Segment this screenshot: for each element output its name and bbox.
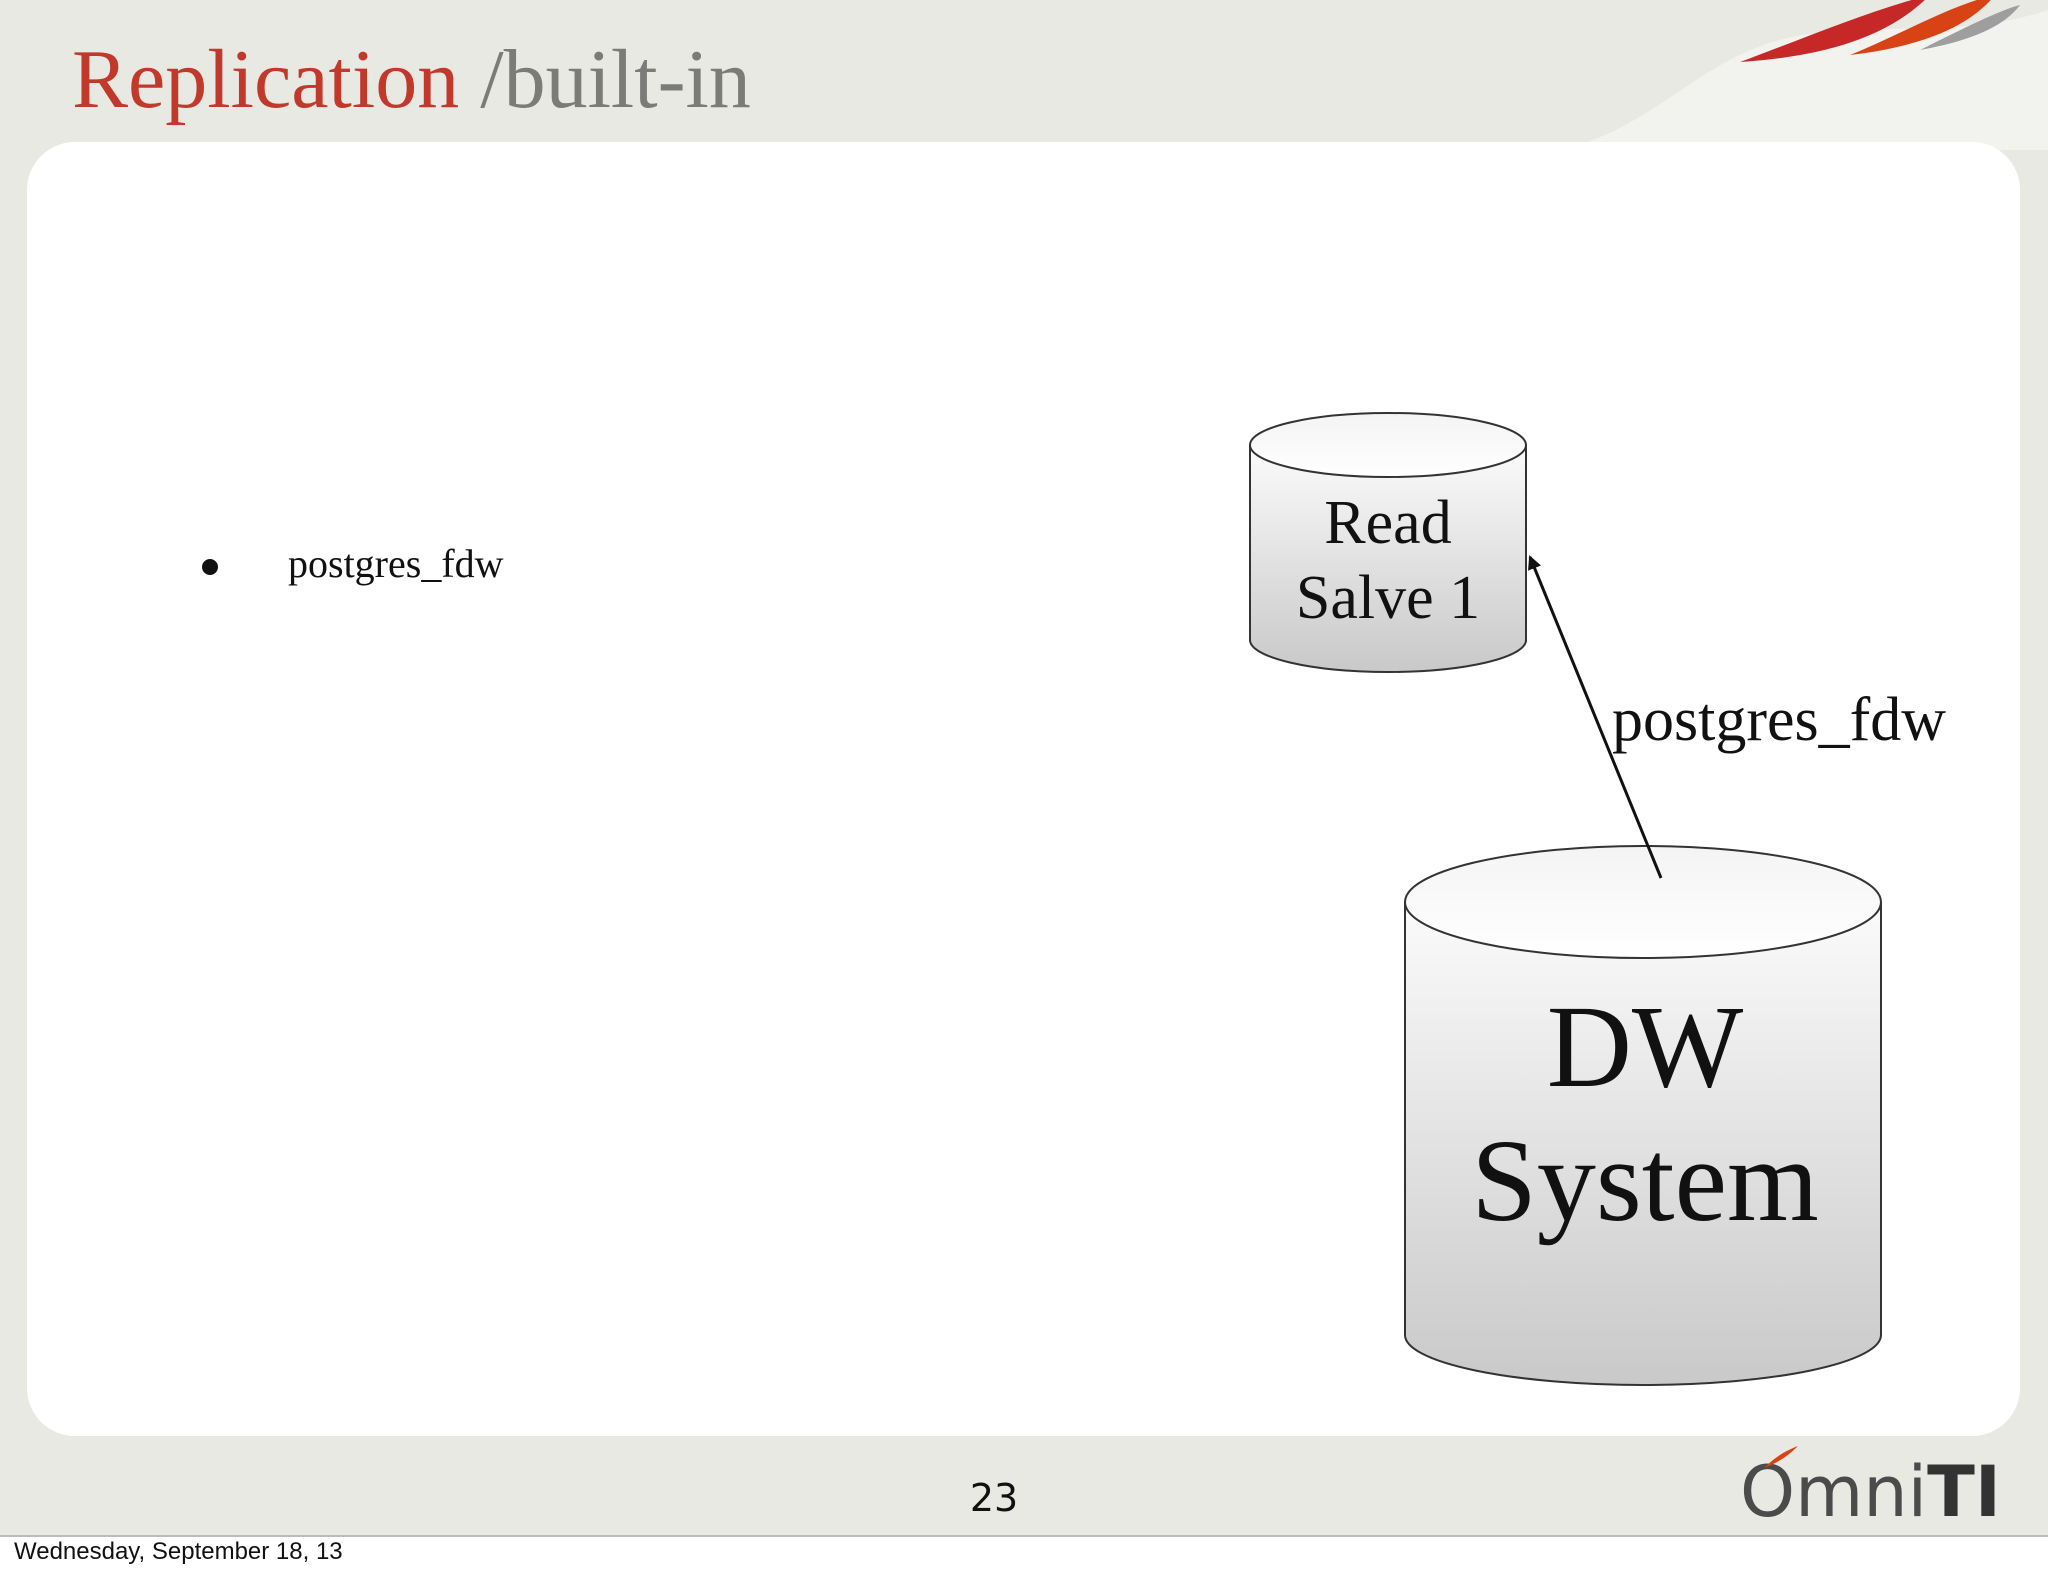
edge-label: postgres_fdw <box>1612 686 1946 754</box>
title-primary: Replication <box>72 33 460 126</box>
bullet-item: postgres_fdw <box>200 540 504 587</box>
dw-system-label-line2: System <box>1471 1115 1819 1246</box>
slide-title: Replication /built-in <box>72 30 751 130</box>
slide-area: Replication /built-in postgres_fdw <box>0 0 2048 1535</box>
page-number: 23 <box>969 1476 1019 1520</box>
decorative-swoosh <box>1560 0 2048 150</box>
dw-system-label-line1: DW <box>1547 981 1744 1112</box>
read-slave-label-line1: Read <box>1324 489 1451 557</box>
bullet-text: postgres_fdw <box>288 541 504 586</box>
bullet-dot-icon <box>202 558 218 575</box>
read-slave-node: Read Salve 1 <box>1249 412 1527 673</box>
footer-divider <box>0 1535 2048 1537</box>
omniti-logo: OmniTI <box>1740 1446 2001 1533</box>
footer-date: Wednesday, September 18, 13 <box>14 1538 343 1565</box>
title-secondary: /built-in <box>480 33 751 126</box>
bullet-list: postgres_fdw <box>200 540 504 587</box>
replication-diagram: Read Salve 1 DW System postgres_fdw <box>1249 412 1946 1386</box>
read-slave-label-line2: Salve 1 <box>1296 564 1480 632</box>
replication-edge <box>1528 555 1663 879</box>
dw-system-node: DW System <box>1404 845 1882 1386</box>
flame-icon <box>1764 1446 1798 1468</box>
logo-ti: TI <box>1927 1451 2001 1533</box>
logo-omni: Omni <box>1740 1451 1928 1533</box>
